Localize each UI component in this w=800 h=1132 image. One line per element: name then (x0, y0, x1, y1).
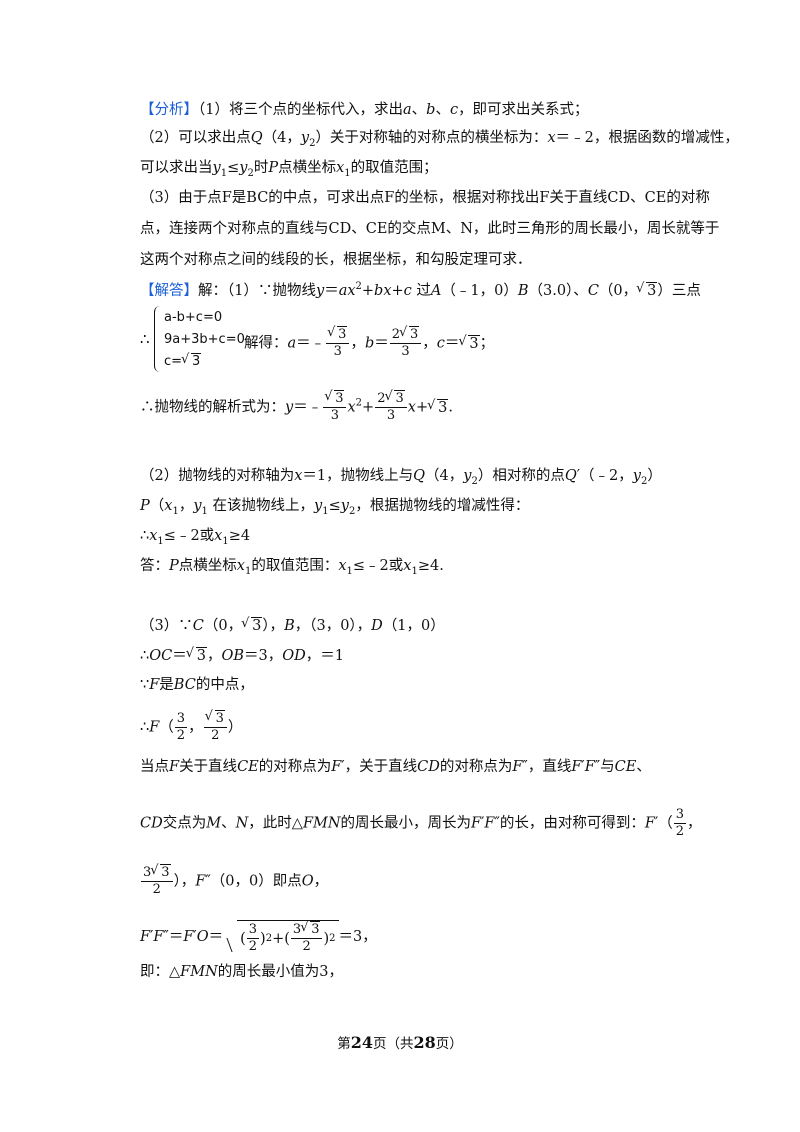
system-eq-1: a-b+c=0 (164, 310, 223, 325)
part3-line-8: F′F″＝F′O＝(32)2+(332)2＝3， (140, 920, 377, 954)
footer-total-pages: 28 (413, 1033, 436, 1052)
analysis-line-6: 这两个对称点之间的线段的长，根据坐标，和勾股定理可求． (140, 252, 532, 268)
footer-page-number: 24 (350, 1033, 373, 1052)
analysis-line-4: （3）由于点F是BC的中点，可求出点F的坐标，根据对称找出F关于直线CD、CE的… (140, 190, 710, 206)
part3-line-2: ∴OC＝3，OB＝3，OD，＝1 (140, 644, 344, 666)
part2-line-4: 答：P点横坐标x1的取值范围：x1≤﹣2或x1≥4. (140, 558, 444, 577)
part3-line-3: ∵F是BC的中点， (140, 677, 254, 693)
analysis-line-1: 【分析】（1）将三个点的坐标代入，求出a、b、c，即可求出关系式； (140, 102, 589, 118)
analysis-tag: 【分析】 (140, 102, 198, 118)
equation-system: ∴ a-b+c=0 9a+3b+c=0 c=3 (140, 306, 300, 372)
footer-mid: 页（共 (373, 1036, 414, 1052)
part3-line-9: 即：△FMN的周长最小值为3， (140, 964, 343, 980)
analysis-line-2: （2）可以求出点Q（4，y2）关于对称轴的对称点的横坐标为：x＝﹣2，根据函数的… (140, 130, 739, 149)
page-footer: 第24页（共28页） (0, 1032, 800, 1052)
footer-pre: 第 (337, 1036, 351, 1052)
part2-line-3: ∴x1≤﹣2或x1≥4 (140, 528, 251, 547)
system-eq-2: 9a+3b+c=0 (164, 332, 245, 347)
system-eq-3: c=3 (164, 352, 202, 370)
left-brace (154, 306, 161, 372)
part3-line-7: 332），F″（0，0）即点O， (140, 864, 328, 897)
part3-line-6: CD交点为M、N，此时△FMN的周长最小，周长为F′F″的长，由对称可得到：F′… (140, 807, 702, 839)
part3-line-5: 当点F关于直线CE的对称点为F′，关于直线CD的对称点为F″，直线F′F″与CE… (140, 759, 651, 775)
analysis-line-3: 可以求出当y1≤y2时P点横坐标x1的取值范围； (140, 160, 438, 179)
therefore-symbol: ∴ (140, 330, 150, 348)
solve-result: 解得：a＝﹣33，b＝233，c＝3； (244, 326, 494, 359)
part3-line-4: ∴F（32，32） (140, 710, 242, 743)
part3-line-1: （3）∵C（0，3），B，（3，0），D（1，0） (140, 614, 445, 636)
answer-line-1: 【解答】解：（1）∵抛物线y＝ax2+bx+c 过A（﹣1，0）B（3.0）、C… (140, 279, 701, 301)
footer-post: 页） (435, 1036, 463, 1052)
answer-tag: 【解答】 (140, 283, 198, 299)
part2-line-1: （2）抛物线的对称轴为x＝1，抛物线上与Q（4，y2）相对称的点Q′（﹣2，y2… (140, 468, 662, 487)
part2-line-2: P（x1，y1 在该抛物线上，y1≤y2，根据抛物线的增减性得： (140, 498, 530, 517)
analysis-line-5: 点，连接两个对称点的直线与CD、CE的交点M、N，此时三角形的周长最小，周长就等… (140, 221, 720, 237)
radical-expression: (32)2+(332)2 (223, 920, 339, 954)
